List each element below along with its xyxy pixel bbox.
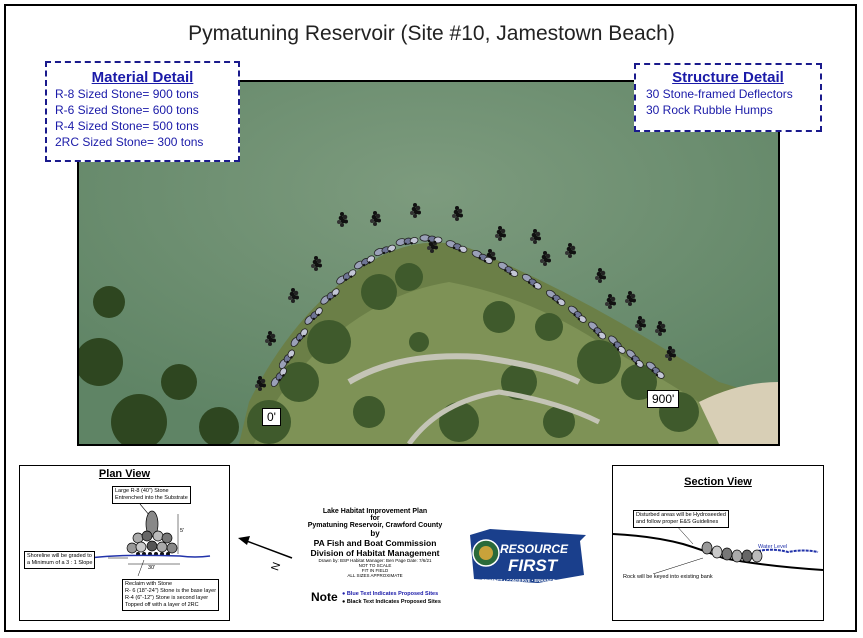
- plan-label-line: R- 6 (18"-24") Stone is the base layer: [125, 588, 217, 594]
- material-line: 2RC Sized Stone= 300 tons: [55, 135, 204, 149]
- structure-line: 30 Stone-framed Deflectors: [646, 87, 793, 101]
- page-border: [4, 4, 857, 632]
- section-label-bottom: Rock will be keyed into existing bank: [623, 574, 713, 581]
- section-label-line: Disturbed areas will be Hydroseeded: [636, 512, 726, 518]
- plan-view-panel: Plan View Large R-8 (40") Stone Entrench…: [19, 465, 230, 621]
- plan-info-drawn: Drawn by: BSP Habitat Manager: Ben Page …: [318, 558, 432, 563]
- section-label-top: Disturbed areas will be Hydroseeded and …: [633, 510, 729, 528]
- section-label-line: and follow proper E&S Guidelines: [636, 519, 719, 525]
- north-label: N: [269, 561, 283, 573]
- structure-detail-heading: Structure Detail: [672, 69, 784, 86]
- page-title: Pymatuning Reservoir (Site #10, Jamestow…: [188, 22, 675, 45]
- plan-label-line: R-4 (6"-12") Stone is second layer: [125, 595, 209, 601]
- plan-dim-width: 30': [148, 565, 156, 571]
- note-label: Note: [311, 590, 338, 604]
- note-blue: ● Blue Text Indicates Proposed Sites: [342, 591, 439, 597]
- plan-label-line: Reclaim with Stone: [125, 581, 173, 587]
- plan-label-line: Topped off with a layer of 2RC: [125, 602, 199, 608]
- resource-first-logo: RESOURCE FIRST PROTECT • CONSERVE • ENHA…: [470, 529, 586, 583]
- material-detail-heading: Material Detail: [91, 69, 194, 86]
- marker-start: 0': [262, 408, 281, 426]
- plan-dim-height: 5': [180, 528, 185, 534]
- plan-info-line2: for: [370, 515, 380, 522]
- structure-line: 30 Rock Rubble Humps: [646, 103, 773, 117]
- material-line: R-8 Sized Stone= 900 tons: [55, 87, 199, 101]
- plan-label-line: Shoreline will be graded to: [27, 553, 92, 559]
- plan-info-scale3: ALL SIZES APPROXIMATE: [347, 573, 403, 578]
- logo-tagline: PROTECT • CONSERVE • ENHANCE: [482, 578, 556, 583]
- material-detail-box: Material Detail R-8 Sized Stone= 900 ton…: [45, 61, 240, 162]
- logo-line2: FIRST: [508, 556, 559, 575]
- north-arrow-icon: N: [238, 536, 293, 573]
- plan-view-title: Plan View: [98, 468, 151, 480]
- logo-line1: RESOURCE: [500, 542, 569, 556]
- aerial-map[interactable]: 0' 900': [77, 80, 780, 446]
- material-line: R-6 Sized Stone= 600 tons: [55, 103, 199, 117]
- section-view-title: Section View: [684, 476, 752, 488]
- marker-end: 900': [647, 390, 680, 408]
- structure-detail-box: Structure Detail 30 Stone-framed Deflect…: [634, 63, 822, 132]
- plan-view-drawing: [89, 503, 211, 577]
- aerial-photo: [79, 82, 778, 444]
- plan-info-line6: Division of Habitat Management: [310, 548, 440, 558]
- note-black-text: Black Text Indicates Proposed Sites: [346, 599, 441, 605]
- plan-info-line3: Pymatuning Reservoir, Crawford County: [307, 522, 443, 529]
- plan-info-line4: by: [370, 529, 380, 538]
- section-view-drawing: [613, 523, 823, 575]
- plan-label-top: Large R-8 (40") Stone Entrenched into th…: [112, 486, 191, 504]
- plan-label-bottom: Reclaim with Stone R- 6 (18"-24") Stone …: [122, 579, 220, 611]
- plan-label-line: a Minimum of a 3 : 1 Slope: [27, 560, 93, 566]
- note-black: ● Black Text Indicates Proposed Sites: [342, 599, 441, 605]
- plan-info-scale2: FIT IN FIELD: [361, 568, 389, 573]
- plan-info-scale1: NOT TO SCALE: [358, 563, 392, 568]
- material-line: R-4 Sized Stone= 500 tons: [55, 119, 199, 133]
- section-view-panel: Section View Disturbed areas will be Hyd…: [612, 465, 824, 621]
- plan-info-block: Lake Habitat Improvement Plan for Pymatu…: [290, 508, 460, 578]
- plan-label-left: Shoreline will be graded to a Minimum of…: [24, 551, 96, 569]
- plan-label-line: Large R-8 (40") Stone: [115, 488, 169, 494]
- plan-label-line: Entrenched into the Substrate: [115, 495, 188, 501]
- note-blue-text: Blue Text Indicates Proposed Sites: [346, 591, 439, 597]
- plan-info-line5: PA Fish and Boat Commission: [313, 538, 437, 548]
- plan-info-line1: Lake Habitat Improvement Plan: [322, 508, 428, 515]
- section-water-label: Water Level: [758, 544, 788, 550]
